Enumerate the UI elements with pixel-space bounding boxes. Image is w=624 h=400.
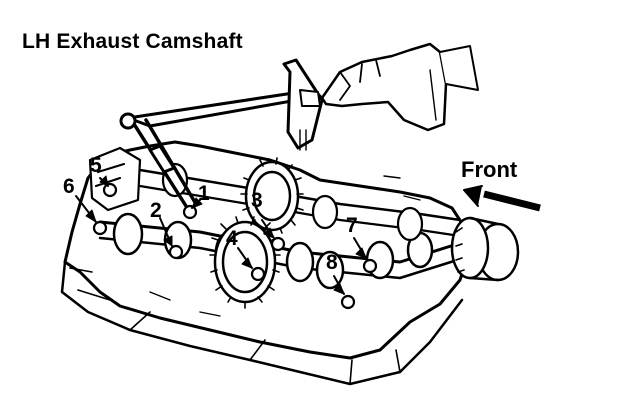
bolts [92,182,378,310]
bolt-number-6: 6 [63,175,75,198]
bolt-number-3: 3 [251,189,263,212]
upper-camshaft [138,168,462,222]
cylinder-head-outline [63,140,472,360]
front-direction-label: Front [461,157,518,182]
torque-wrench [119,58,324,208]
bolt-number-8: 8 [326,251,338,274]
bolt-number-4: 4 [226,227,238,250]
front-arrow [483,190,541,212]
bolt-number-7: 7 [346,214,358,237]
bolt-number-2: 2 [150,199,162,222]
bolt-number-1: 1 [198,182,210,205]
diagram-title: LH Exhaust Camshaft [22,30,243,53]
hand [320,42,479,132]
bolt-number-5: 5 [90,154,102,177]
